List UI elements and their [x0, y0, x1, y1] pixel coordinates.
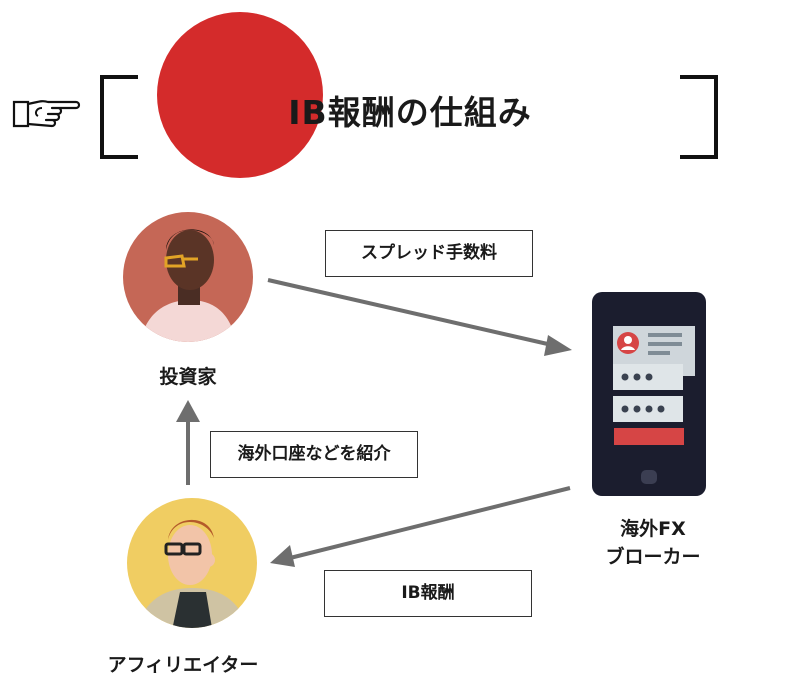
investor-avatar-icon	[123, 212, 253, 342]
title-area: IB報酬の仕組み	[0, 0, 800, 190]
pointing-hand-icon	[12, 100, 81, 128]
ib-reward-label: IB報酬	[324, 570, 532, 617]
broker-label: 海外FX ブローカー	[578, 515, 728, 571]
introduce-account-label: 海外口座などを紹介	[210, 431, 418, 478]
arrow-investor-to-broker	[267, 278, 572, 356]
red-circle-decoration	[157, 12, 323, 178]
arrow-affiliate-to-investor	[176, 400, 200, 485]
investor-label: 投資家	[159, 366, 217, 388]
affiliate-label: アフィリエイター	[107, 654, 259, 676]
right-bracket	[680, 75, 718, 159]
page-title: IB報酬の仕組み	[288, 93, 532, 132]
phone-icon	[592, 292, 706, 496]
affiliate-avatar-icon	[127, 498, 257, 628]
broker-label-line2: ブローカー	[605, 546, 701, 568]
spread-fee-label: スプレッド手数料	[325, 230, 533, 277]
arrow-broker-to-affiliate	[270, 486, 571, 567]
left-bracket	[100, 75, 138, 159]
broker-label-line1: 海外FX	[620, 518, 686, 540]
